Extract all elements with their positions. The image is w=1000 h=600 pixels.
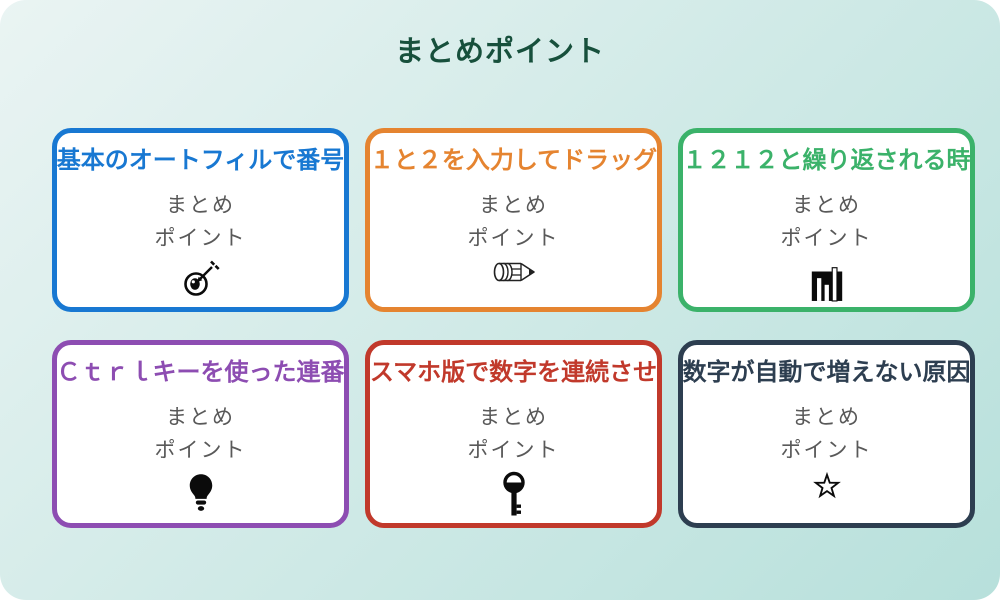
summary-card-bar-chart: １２１２と繰り返される時 まとめ ポイント — [678, 128, 975, 312]
card-summary-line1: まとめ — [792, 406, 861, 429]
star-icon — [812, 471, 842, 501]
card-title: Ｃｔｒｌキーを使った連番 — [56, 359, 345, 386]
key-icon — [501, 471, 527, 519]
card-summary-line1: まとめ — [479, 194, 548, 217]
card-summary: まとめ ポイント — [468, 189, 560, 255]
card-summary: まとめ ポイント — [155, 189, 247, 255]
card-title: 数字が自動で増えない原因 — [682, 359, 971, 386]
card-title: １と２を入力してドラッグ — [369, 147, 658, 174]
card-summary: まとめ ポイント — [781, 189, 873, 255]
card-title: 基本のオートフィルで番号 — [56, 147, 345, 174]
card-summary-line2: ポイント — [467, 439, 560, 462]
summary-card-key: スマホ版で数字を連続させ まとめ ポイント — [365, 340, 662, 528]
page-title: まとめポイント — [394, 36, 605, 68]
card-summary-line1: まとめ — [166, 406, 235, 429]
summary-card-lightbulb: Ｃｔｒｌキーを使った連番 まとめ ポイント — [52, 340, 349, 528]
card-summary-line2: ポイント — [780, 439, 873, 462]
card-summary: まとめ ポイント — [781, 401, 873, 467]
card-summary-line2: ポイント — [154, 439, 247, 462]
card-title: スマホ版で数字を連続させ — [369, 359, 658, 386]
card-summary-line1: まとめ — [792, 194, 861, 217]
card-summary-line1: まとめ — [166, 194, 235, 217]
card-summary-line1: まとめ — [479, 406, 548, 429]
card-summary-line2: ポイント — [467, 227, 560, 250]
card-summary: まとめ ポイント — [468, 401, 560, 467]
summary-card-star: 数字が自動で増えない原因 まとめ ポイント — [678, 340, 975, 528]
card-summary: まとめ ポイント — [155, 401, 247, 467]
lightbulb-icon — [186, 471, 216, 513]
card-summary-line2: ポイント — [154, 227, 247, 250]
bar-chart-icon — [808, 259, 846, 303]
summary-card-target-arrow: 基本のオートフィルで番号 まとめ ポイント — [52, 128, 349, 312]
target-arrow-icon — [181, 259, 221, 299]
pencil-icon — [491, 259, 537, 285]
card-summary-line2: ポイント — [780, 227, 873, 250]
cards-grid: 基本のオートフィルで番号 まとめ ポイント １と２を入力してドラッグ まとめ — [52, 128, 975, 528]
summary-card-pencil: １と２を入力してドラッグ まとめ ポイント — [365, 128, 662, 312]
card-title: １２１２と繰り返される時 — [682, 147, 971, 174]
